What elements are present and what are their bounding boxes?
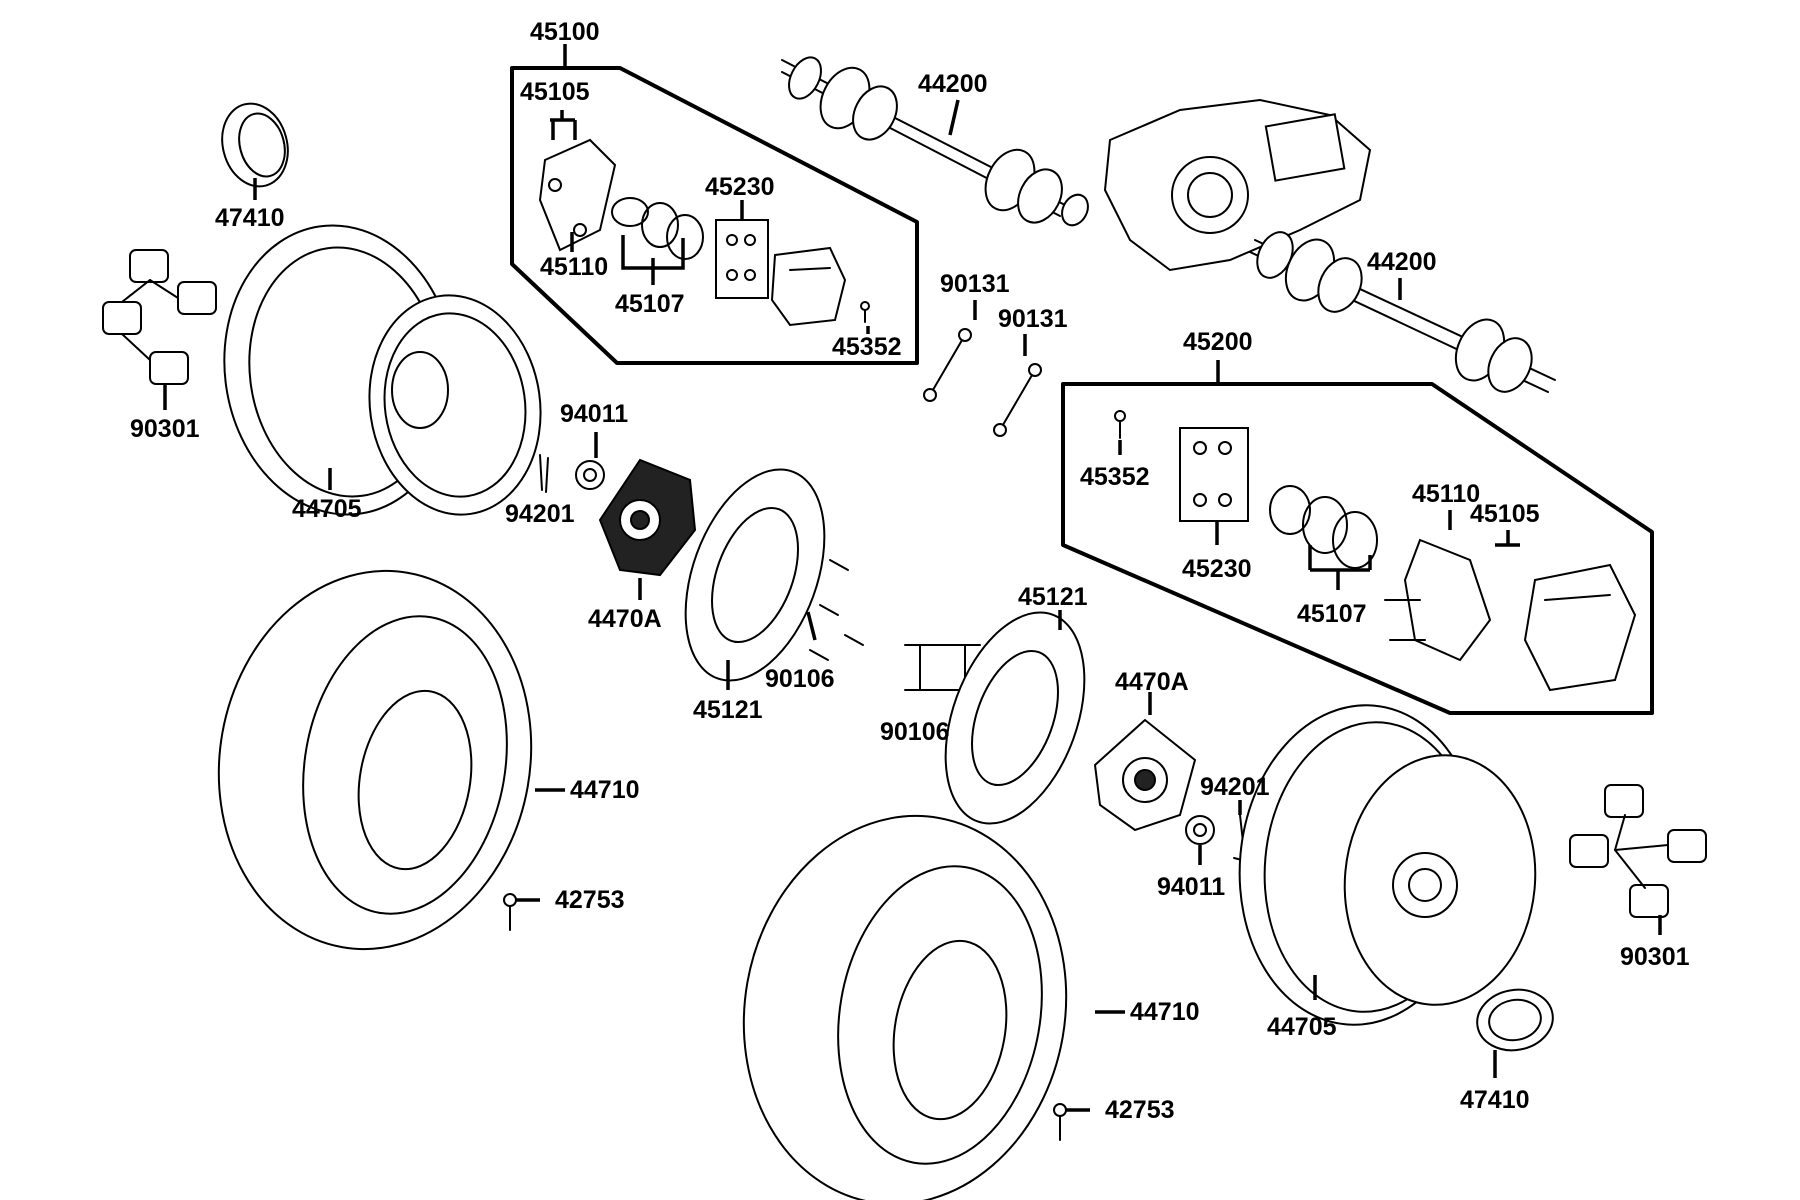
castle-nut-front xyxy=(575,460,605,490)
label-45352-rear: 45352 xyxy=(1080,463,1150,491)
brake-disc-front xyxy=(684,468,826,682)
wheel-hub-rear xyxy=(1093,718,1197,832)
label-44200-upper: 44200 xyxy=(918,70,988,98)
label-44200-lower: 44200 xyxy=(1367,248,1437,276)
group-box-front-brake xyxy=(510,66,919,365)
hub-cap-lower xyxy=(1476,988,1554,1052)
label-45200: 45200 xyxy=(1183,328,1253,356)
label-42753-front: 42753 xyxy=(555,886,625,914)
lug-nuts-lower xyxy=(1569,784,1707,918)
drive-shaft-upper xyxy=(781,56,1089,227)
label-45105-rear: 45105 xyxy=(1470,500,1540,528)
label-45230-front: 45230 xyxy=(705,173,775,201)
label-45230-rear: 45230 xyxy=(1182,555,1252,583)
label-90106-rear: 90106 xyxy=(880,718,950,746)
wheel-rim-upper xyxy=(223,224,542,516)
seal-kit-front xyxy=(715,219,769,299)
label-45121-rear: 45121 xyxy=(1018,583,1088,611)
valve-stem-front xyxy=(503,893,517,931)
label-4470A-front: 4470A xyxy=(588,605,662,633)
caliper-bracket-rear xyxy=(1384,538,1492,662)
label-45107-front: 45107 xyxy=(615,290,685,318)
label-94201-rear: 94201 xyxy=(1200,773,1270,801)
label-45107-rear: 45107 xyxy=(1297,600,1367,628)
castle-nut-rear xyxy=(1185,815,1215,845)
caliper-bracket-front xyxy=(538,138,617,252)
bolts-90131 xyxy=(923,328,1042,437)
leader-lines xyxy=(163,44,1662,1112)
wheel-hub-front xyxy=(598,458,697,577)
label-45352-front: 45352 xyxy=(832,333,902,361)
differential-housing xyxy=(1103,98,1372,272)
bleeder-front xyxy=(860,301,870,323)
label-4470A-rear: 4470A xyxy=(1115,668,1189,696)
brake-disc-rear xyxy=(944,611,1086,825)
label-44710-rear: 44710 xyxy=(1130,998,1200,1026)
label-90131-b: 90131 xyxy=(998,305,1068,333)
label-90131-a: 90131 xyxy=(940,270,1010,298)
seal-kit-rear xyxy=(1179,427,1249,522)
label-94011-front: 94011 xyxy=(560,400,628,428)
label-42753-rear: 42753 xyxy=(1105,1096,1175,1124)
label-90301-lower: 90301 xyxy=(1620,943,1690,971)
label-45100: 45100 xyxy=(530,18,600,46)
label-44710-front: 44710 xyxy=(570,776,640,804)
part-labels: 45100 45105 45110 45107 45230 45352 4420… xyxy=(130,18,1690,1124)
label-94011-rear: 94011 xyxy=(1157,873,1225,901)
label-47410-lower: 47410 xyxy=(1460,1086,1530,1114)
group-box-rear-brake xyxy=(1061,382,1654,715)
drive-shaft-lower xyxy=(1249,231,1556,393)
label-45110-rear: 45110 xyxy=(1412,480,1480,508)
label-47410-upper: 47410 xyxy=(215,204,285,232)
tire-front xyxy=(217,569,533,951)
wheel-rim-lower xyxy=(1238,704,1537,1026)
lug-nuts-upper xyxy=(102,249,217,385)
label-45121-front: 45121 xyxy=(693,696,763,724)
label-90301-upper: 90301 xyxy=(130,415,200,443)
valve-stem-rear xyxy=(1053,1103,1067,1141)
cotter-pin-front xyxy=(539,454,549,493)
label-44705-lower: 44705 xyxy=(1267,1013,1337,1041)
disc-bolts-rear xyxy=(904,644,981,691)
caliper-rear xyxy=(1523,563,1637,692)
piston-front xyxy=(611,197,704,260)
label-94201-front: 94201 xyxy=(505,500,575,528)
label-45110-front: 45110 xyxy=(540,253,608,281)
piston-rear xyxy=(1269,485,1378,569)
label-44705-upper: 44705 xyxy=(292,495,362,523)
disc-bolts-front xyxy=(809,559,864,661)
tire-rear xyxy=(742,814,1068,1200)
label-45105-front: 45105 xyxy=(520,78,590,106)
hub-cap-upper xyxy=(221,102,289,188)
label-90106-front: 90106 xyxy=(765,665,835,693)
caliper-front xyxy=(770,246,847,327)
bleeder-rear xyxy=(1114,410,1126,439)
